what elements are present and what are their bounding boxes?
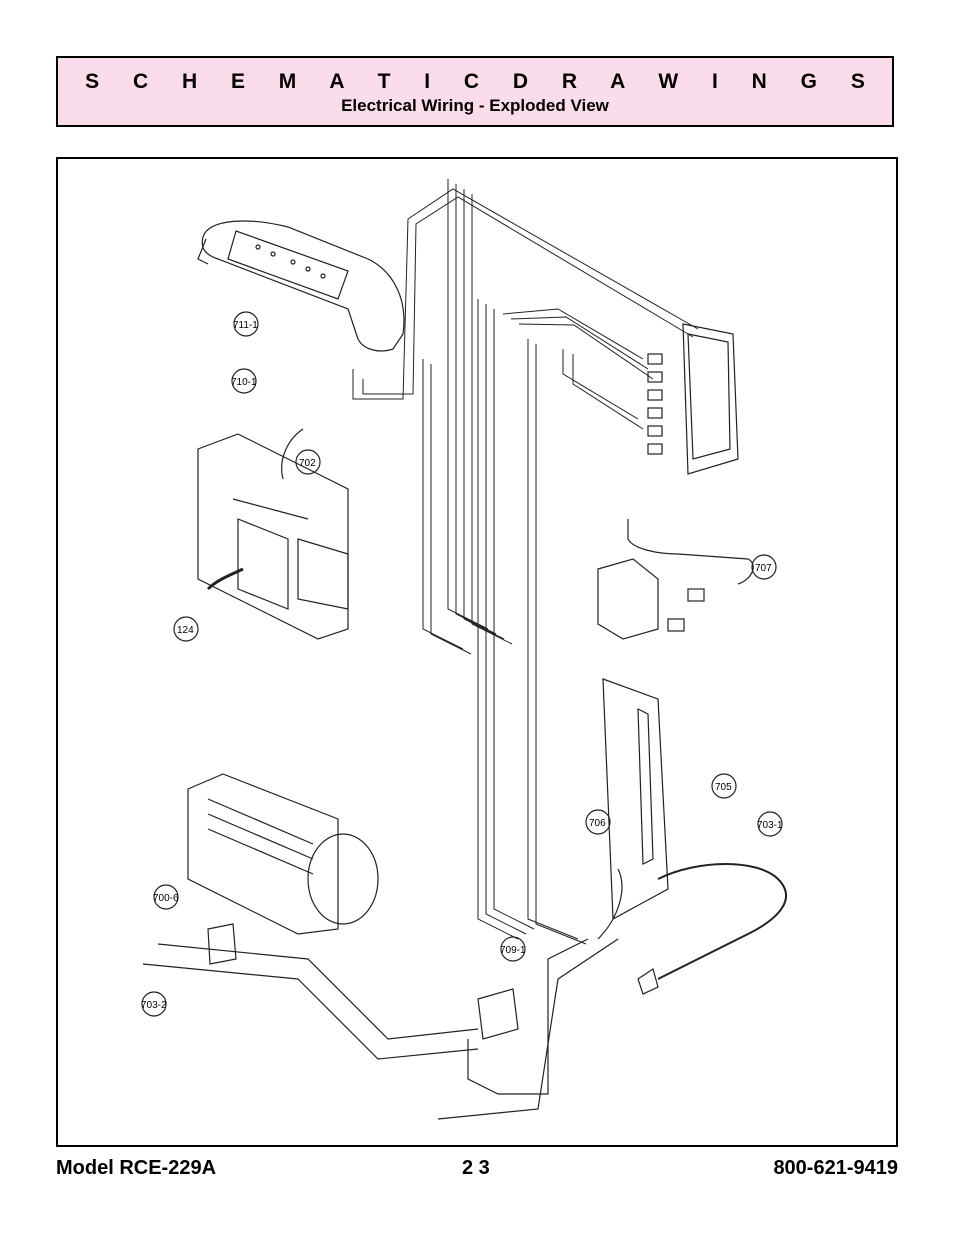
callout-709-1: 709-1 — [500, 945, 526, 956]
footer-page-number: 2 3 — [462, 1157, 490, 1179]
callout-711-1: 711-1 — [233, 320, 258, 331]
transformer-drawing — [142, 923, 619, 1120]
wiring-diagram-svg: 711-1 710-1 702 124 707 705 706 703-1 70… — [141, 179, 788, 1120]
callout-702: 702 — [299, 458, 316, 469]
side-panel-drawing — [597, 678, 788, 995]
callout-703-2: 703-2 — [141, 1000, 167, 1011]
callout-705: 705 — [715, 782, 732, 793]
wiring-diagram: 711-1 710-1 702 124 707 705 706 703-1 70… — [56, 157, 898, 1147]
callout-700-6: 700-6 — [153, 893, 179, 904]
page-footer: Model RCE-229A 2 3 800-621-9419 — [56, 1157, 898, 1183]
float-switch-drawing — [597, 519, 754, 640]
page-subtitle: Electrical Wiring - Exploded View — [341, 96, 609, 115]
callout-labels: 711-1 710-1 702 124 707 705 706 703-1 70… — [141, 311, 783, 1017]
main-pcb-drawing — [647, 323, 739, 475]
fan-motor-drawing — [187, 773, 379, 935]
callout-706: 706 — [589, 818, 606, 829]
footer-phone: 800-621-9419 — [773, 1157, 898, 1179]
callout-707: 707 — [755, 563, 772, 574]
control-panel-drawing — [197, 220, 405, 352]
footer-model: Model RCE-229A — [56, 1157, 217, 1179]
upper-harness — [352, 179, 699, 945]
heater-housing-drawing — [197, 428, 349, 640]
callout-710-1: 710-1 — [231, 377, 257, 388]
callout-124: 124 — [177, 625, 194, 636]
header-box: S C H E M A T I C D R A W I N G S Electr… — [56, 56, 894, 127]
page-title: S C H E M A T I C D R A W I N G S — [85, 70, 879, 93]
callout-703-1: 703-1 — [757, 820, 783, 831]
